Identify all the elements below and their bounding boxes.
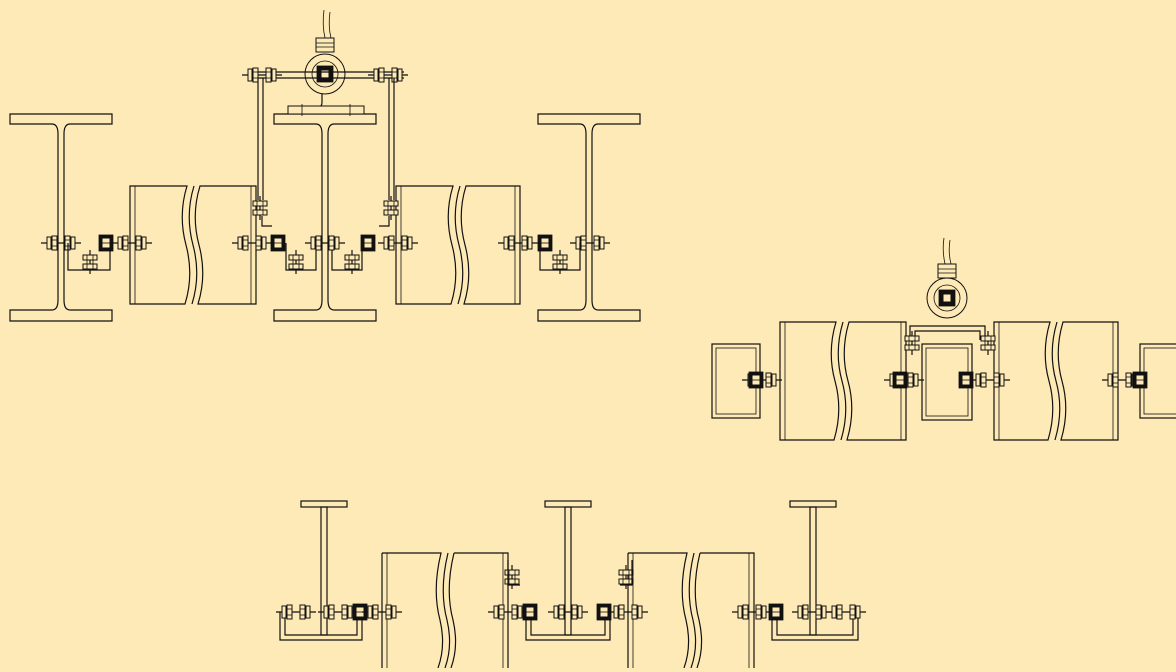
- i-beam-center: [273, 113, 377, 322]
- box-panel-right: [993, 321, 1119, 441]
- t-section-right: [789, 500, 837, 636]
- t-clamp-hardware: [275, 560, 867, 641]
- i-beam-assembly: [9, 9, 641, 322]
- t-section-center: [544, 500, 592, 636]
- cable-junction-box: [241, 9, 409, 116]
- i-beam-left: [9, 113, 113, 322]
- t-panel-right: [627, 552, 755, 669]
- clamp-hardware: [40, 234, 611, 275]
- box-clamp-hardware: [741, 371, 1148, 389]
- hanger-rods: [252, 78, 399, 227]
- t-panel-left: [381, 552, 509, 669]
- t-section-assembly: [275, 500, 867, 669]
- i-beam-right: [537, 113, 641, 322]
- box-panel-left: [779, 321, 907, 441]
- cable-junction-box-2: [904, 237, 996, 356]
- panel-right: [395, 185, 521, 305]
- box-section-assembly: [711, 237, 1176, 441]
- panel-left: [129, 185, 257, 305]
